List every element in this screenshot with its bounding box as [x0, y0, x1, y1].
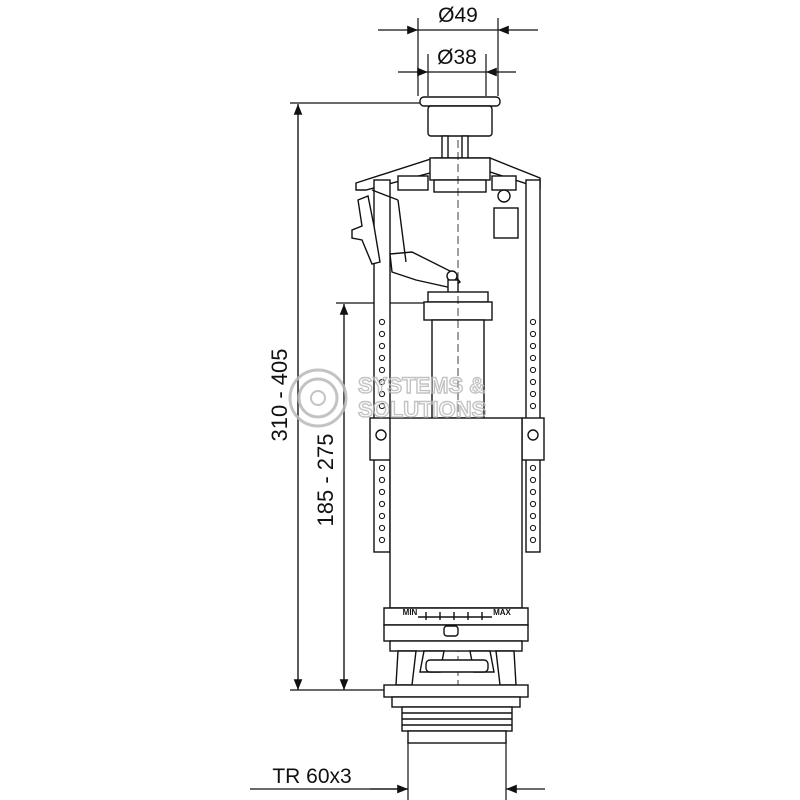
- rail-hole: [529, 402, 537, 410]
- top-frame: [355, 157, 541, 239]
- rail-hole: [378, 354, 386, 362]
- rail-hole: [529, 476, 537, 484]
- rail-hole: [529, 366, 537, 374]
- outer-diameter-label: Ø49: [438, 4, 478, 27]
- watermark-logo-icon: [288, 368, 348, 428]
- rail-hole: [378, 378, 386, 386]
- rail-hole: [529, 488, 537, 496]
- rail-hole: [378, 402, 386, 410]
- rail-hole: [378, 536, 386, 544]
- base-flange: [383, 684, 529, 744]
- watermark: SYSTEMS & SOLUTIONS: [288, 368, 487, 428]
- rail-hole: [378, 342, 386, 350]
- rail-hole: [378, 318, 386, 326]
- rail-hole: [529, 330, 537, 338]
- rail-hole: [378, 390, 386, 398]
- lever-mechanism: [351, 189, 461, 297]
- scale-min-label: MIN: [403, 608, 418, 617]
- rail-hole: [378, 500, 386, 508]
- total-height-label: 310 - 405: [267, 349, 292, 442]
- rail-hole: [529, 464, 537, 472]
- right-rail: [521, 179, 545, 553]
- watermark-line-1: SYSTEMS &: [358, 373, 485, 398]
- rail-hole: [378, 488, 386, 496]
- scale-max-label: MAX: [493, 608, 511, 617]
- rail-adjustment-holes: [378, 318, 537, 544]
- body-height-label: 185 - 275: [313, 434, 338, 527]
- float-head: [423, 140, 493, 700]
- rail-hole: [529, 318, 537, 326]
- rail-hole: [529, 342, 537, 350]
- rail-hole: [378, 464, 386, 472]
- dimension-lines: [250, 18, 545, 800]
- inner-diameter-label: Ø38: [437, 46, 477, 69]
- height-scale: [418, 612, 492, 637]
- rail-hole: [378, 330, 386, 338]
- thread-label: TR 60x3: [272, 765, 351, 788]
- push-button: [419, 96, 501, 161]
- rail-hole: [529, 512, 537, 520]
- flush-valve: MIN MAX: [351, 96, 545, 744]
- rail-hole: [529, 378, 537, 386]
- rail-hole: [378, 366, 386, 374]
- main-cylinder: [383, 417, 529, 642]
- watermark-line-2: SOLUTIONS: [358, 397, 486, 422]
- valve-cage: [389, 640, 523, 686]
- rail-hole: [529, 390, 537, 398]
- left-rail: [369, 179, 393, 553]
- rail-hole: [378, 512, 386, 520]
- rail-hole: [378, 476, 386, 484]
- rail-hole: [529, 536, 537, 544]
- rail-hole: [529, 524, 537, 532]
- rail-hole: [378, 524, 386, 532]
- rail-hole: [529, 500, 537, 508]
- rail-hole: [529, 354, 537, 362]
